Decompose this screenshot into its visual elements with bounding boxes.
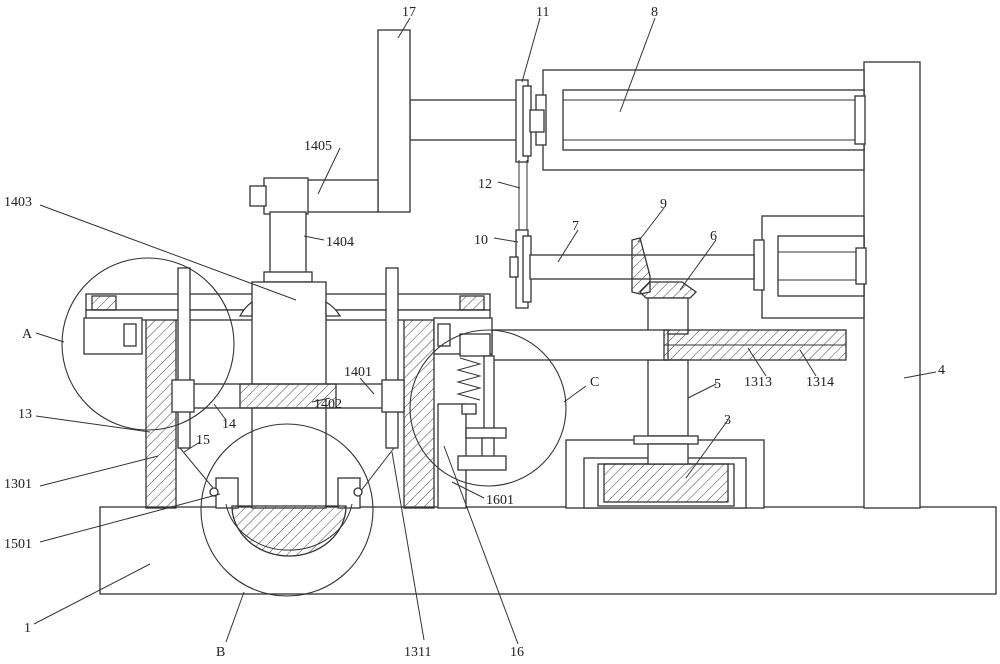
label-b: B bbox=[216, 645, 225, 660]
detail-circle-a bbox=[61, 257, 235, 431]
left-rod bbox=[177, 267, 191, 449]
upper-shaft bbox=[409, 99, 519, 141]
left-fillet bbox=[238, 300, 253, 317]
left-post bbox=[145, 315, 177, 509]
label-10: 10 bbox=[474, 233, 488, 248]
label-1401: 1401 bbox=[344, 365, 372, 380]
cradle bbox=[209, 477, 363, 557]
label-14: 14 bbox=[222, 417, 236, 432]
detail-circle-b bbox=[200, 423, 374, 597]
horizontal-arm bbox=[299, 179, 379, 213]
right-slider-spring bbox=[437, 323, 451, 347]
label-1405: 1405 bbox=[304, 139, 332, 154]
crossbar-left-block bbox=[91, 295, 117, 311]
label-6: 6 bbox=[710, 229, 717, 244]
right-post bbox=[403, 315, 435, 509]
label-4: 4 bbox=[938, 363, 945, 378]
lower-pulley bbox=[509, 229, 532, 309]
belt bbox=[518, 160, 528, 232]
gear-rack bbox=[663, 329, 847, 361]
label-11: 11 bbox=[536, 5, 549, 20]
column-flange bbox=[263, 271, 313, 283]
label-1402: 1402 bbox=[314, 397, 342, 412]
detail-circle-c bbox=[409, 329, 567, 487]
label-8: 8 bbox=[651, 5, 658, 20]
label-1313: 1313 bbox=[744, 375, 772, 390]
bevel-gear-lower bbox=[639, 281, 698, 299]
label-1601: 1601 bbox=[486, 493, 514, 508]
right-column bbox=[863, 61, 921, 509]
left-collar bbox=[171, 379, 195, 413]
label-3: 3 bbox=[724, 413, 731, 428]
label-5: 5 bbox=[714, 377, 721, 392]
right-collar bbox=[381, 379, 405, 413]
vertical-bar bbox=[377, 29, 411, 213]
lower-cylinder bbox=[753, 215, 867, 319]
spring-mechanism bbox=[437, 333, 507, 509]
rack-arm bbox=[491, 329, 669, 361]
part-labels: 17 11 8 1405 12 1403 9 10 7 6 1404 A 140… bbox=[4, 5, 945, 660]
left-slider-spring bbox=[123, 323, 137, 347]
label-1301: 1301 bbox=[4, 477, 32, 492]
label-1501: 1501 bbox=[4, 537, 32, 552]
label-15: 15 bbox=[196, 433, 210, 448]
label-c: C bbox=[590, 375, 599, 390]
label-9: 9 bbox=[660, 197, 667, 212]
label-1311: 1311 bbox=[404, 645, 431, 660]
label-a: A bbox=[22, 327, 33, 342]
label-1314: 1314 bbox=[806, 375, 834, 390]
label-1403: 1403 bbox=[4, 195, 32, 210]
arm-cap bbox=[249, 185, 267, 207]
right-fillet bbox=[325, 300, 342, 317]
motor-housing bbox=[565, 435, 765, 509]
label-16: 16 bbox=[510, 645, 524, 660]
label-17: 17 bbox=[402, 5, 416, 20]
right-rod bbox=[385, 267, 399, 449]
vertical-shaft bbox=[647, 359, 689, 437]
crossbar-right-block bbox=[459, 295, 485, 311]
leader-lines bbox=[33, 17, 937, 645]
upper-pulley bbox=[515, 79, 545, 163]
label-1404: 1404 bbox=[326, 235, 354, 250]
label-12: 12 bbox=[478, 177, 492, 192]
label-7: 7 bbox=[572, 219, 579, 234]
label-13: 13 bbox=[18, 407, 32, 422]
label-1: 1 bbox=[24, 621, 31, 636]
crossbar-hatch bbox=[239, 383, 337, 409]
arm-block bbox=[263, 177, 309, 215]
vertical-shaft-top bbox=[647, 297, 689, 335]
upper-cylinder bbox=[535, 69, 866, 171]
